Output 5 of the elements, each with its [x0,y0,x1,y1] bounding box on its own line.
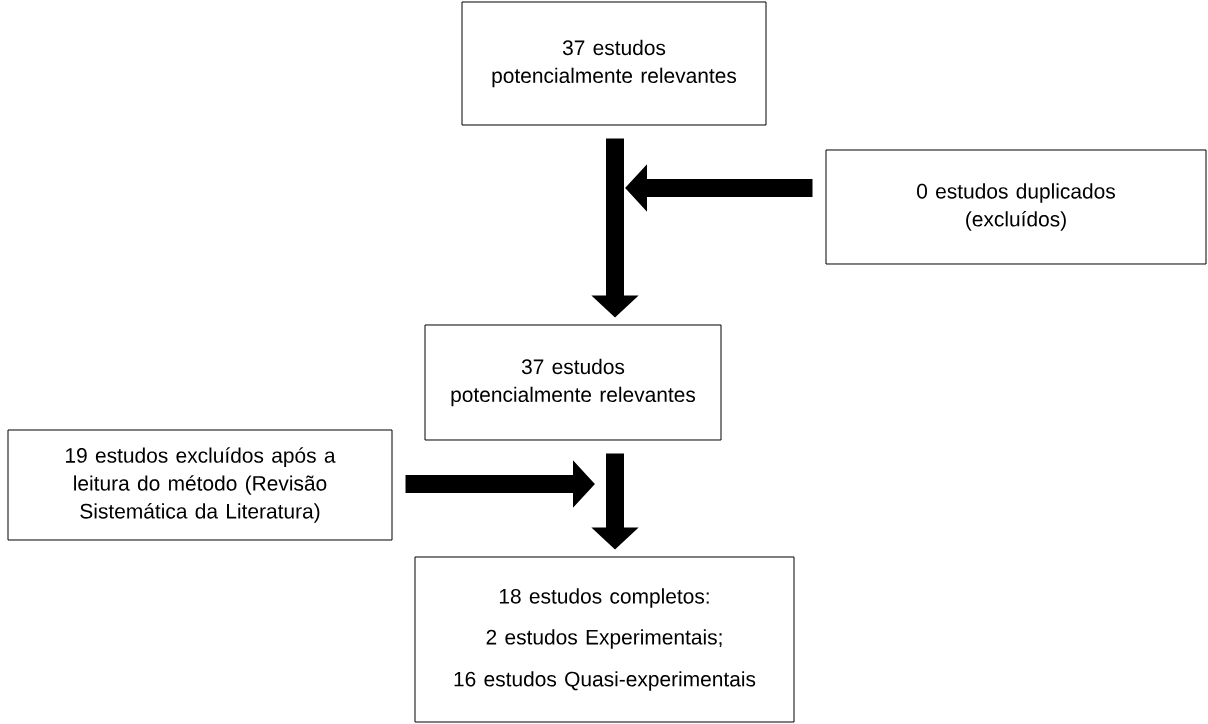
text-box: 37 estudos potencialmente relevantes [461,1,767,126]
text-box: 19 estudos excluídos após a leitura do método (Revisão Sistemática da Literatura) [7,429,393,541]
text-box: 0 estudos duplicados (excluídos) [825,149,1207,265]
text-box: 18 estudos completos: 2 estudos Experimentais; 16 estudos Quasi-experimentais [414,556,795,723]
text-box: 37 estudos potencialmente relevantes [424,324,722,441]
